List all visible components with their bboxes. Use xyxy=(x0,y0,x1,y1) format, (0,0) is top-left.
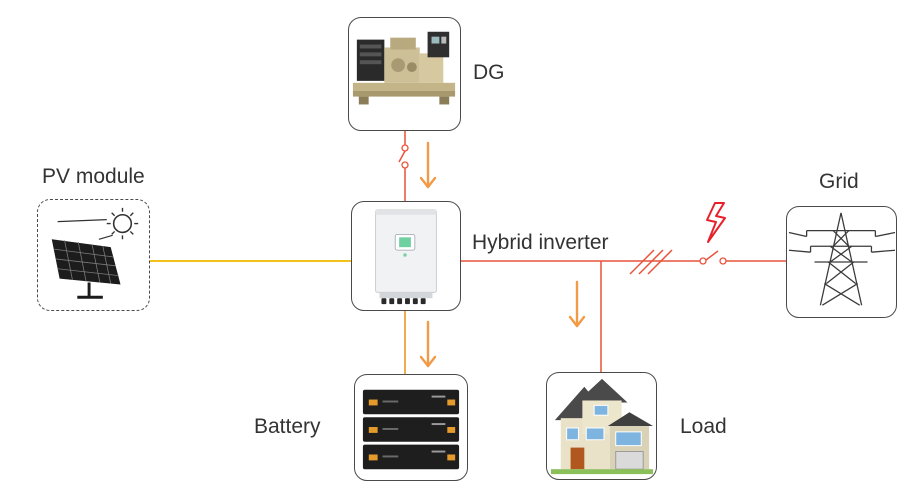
dg-breaker-switch xyxy=(398,150,406,163)
hybrid-inverter-box xyxy=(351,201,461,311)
grid-breaker-switch xyxy=(705,250,719,261)
dg-label: DG xyxy=(473,61,505,84)
hybrid-inverter-icon xyxy=(375,209,437,305)
battery-flow-arrow-icon xyxy=(419,320,437,368)
house-icon xyxy=(550,378,654,475)
load-flow-arrow-icon xyxy=(568,280,586,328)
dg-generator-box xyxy=(348,17,461,131)
diesel-generator-icon xyxy=(352,31,456,105)
bus-tick-3 xyxy=(647,249,673,275)
battery-label: Battery xyxy=(254,415,321,438)
bus-tick-1 xyxy=(629,249,655,275)
bus-tick-2 xyxy=(638,249,664,275)
grid-box xyxy=(786,206,897,318)
load-label: Load xyxy=(680,415,727,438)
hybrid-inverter-label: Hybrid inverter xyxy=(472,231,609,254)
battery-box xyxy=(354,374,468,481)
dg-breaker-contact-bottom xyxy=(401,161,409,169)
pv-module-label: PV module xyxy=(42,165,145,188)
dg-flow-arrow-icon xyxy=(419,141,437,189)
solar-panel-icon xyxy=(51,207,139,299)
dg-breaker-contact-top xyxy=(401,144,409,152)
grid-breaker-contact-left xyxy=(699,257,707,265)
grid-breaker-contact-right xyxy=(719,257,727,265)
grid-label: Grid xyxy=(819,170,859,193)
load-box xyxy=(546,372,657,480)
lightning-bolt-icon xyxy=(706,202,726,243)
transmission-tower-icon xyxy=(788,212,896,306)
battery-stack-icon xyxy=(362,389,460,470)
pv-module-box xyxy=(37,199,150,311)
